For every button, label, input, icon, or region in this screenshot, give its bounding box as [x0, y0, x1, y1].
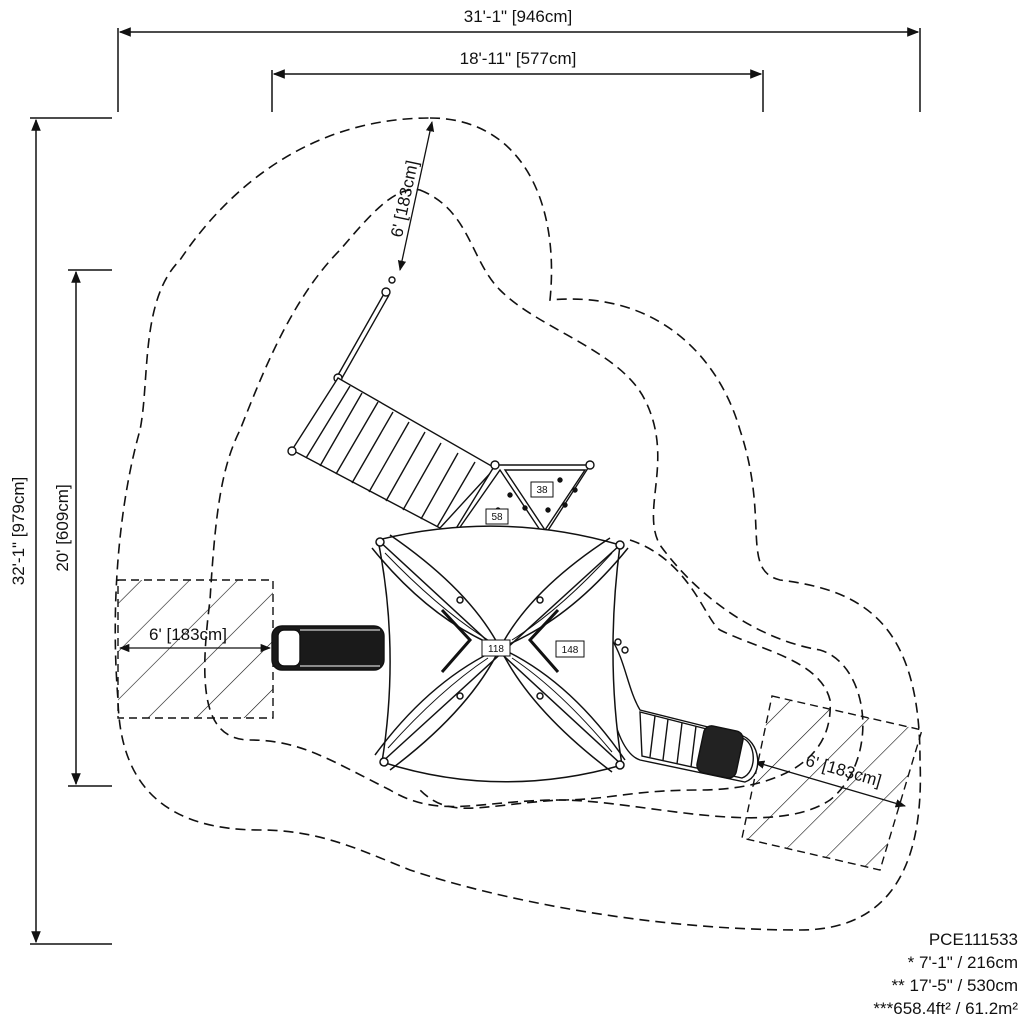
max-height: ** 17'-5" / 530cm	[891, 976, 1018, 995]
slide-exit-zone-left	[117, 579, 274, 719]
inner-width-label: 18'-11" [577cm]	[460, 49, 577, 68]
dimension-inner-width	[271, 69, 764, 112]
dimension-inner-depth	[68, 269, 112, 787]
use-zone-area: ***658.4ft² / 61.2m²	[873, 999, 1018, 1018]
clearance-top-label: 6' [183cm]	[387, 159, 422, 239]
use-zone-inner	[204, 188, 864, 819]
dimension-overall-depth	[30, 117, 112, 945]
use-zone-outer	[114, 117, 922, 931]
fall-height: * 7'-1" / 216cm	[907, 953, 1018, 972]
dimension-overall-width	[117, 27, 921, 112]
component-tag-148: 148	[562, 645, 579, 656]
component-tag-118-box	[481, 639, 511, 657]
overall-depth-label: 32'-1" [979cm]	[9, 477, 28, 586]
model-number: PCE111533	[928, 930, 1018, 949]
component-tag-58: 58	[491, 512, 503, 523]
inner-depth-label: 20' [609cm]	[53, 484, 72, 571]
clearance-right-arrow	[754, 760, 906, 808]
ladder-climber	[287, 276, 497, 529]
component-tag-148-box	[555, 640, 585, 658]
clearance-top-arrow	[397, 120, 435, 272]
slide-right	[609, 637, 759, 783]
component-tag-118: 118	[488, 644, 504, 655]
clearance-left-label: 6' [183cm]	[149, 625, 227, 644]
info-block: PCE111533 * 7'-1" / 216cm ** 17'-5" / 53…	[873, 928, 1018, 1020]
tube-slide-left	[271, 625, 385, 671]
component-tag-38: 38	[536, 485, 548, 496]
component-tag-38-box	[530, 481, 554, 498]
slide-exit-zone-right	[741, 695, 923, 871]
overall-width-label: 31'-1" [946cm]	[464, 7, 573, 26]
component-tag-58-box	[485, 508, 509, 525]
